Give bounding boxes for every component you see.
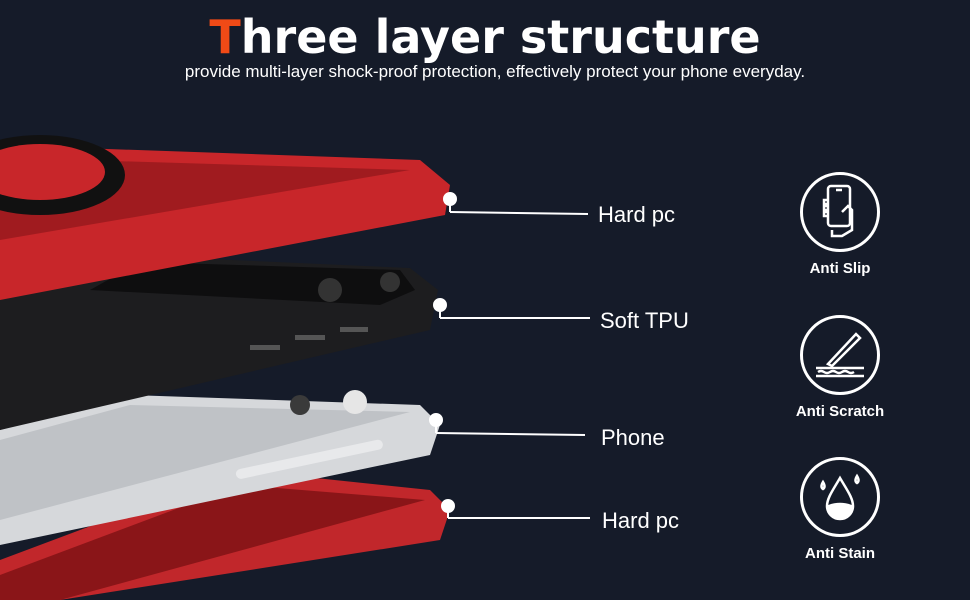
layer-label-soft-tpu: Soft TPU bbox=[600, 308, 689, 333]
page-title: Three layer structure bbox=[209, 10, 761, 64]
feature-anti-slip: Anti Slip bbox=[790, 172, 890, 277]
layer-label-hard-pc-top: Hard pc bbox=[598, 202, 676, 227]
layer-label-hard-pc-bottom: Hard pc bbox=[602, 508, 680, 533]
top-hard-pc-layer bbox=[0, 135, 450, 300]
phone-layer bbox=[0, 390, 440, 545]
feature-anti-stain: Anti Stain bbox=[790, 457, 890, 562]
bottom-hard-pc-layer bbox=[0, 470, 450, 600]
water-drop-icon bbox=[800, 457, 880, 537]
feature-anti-scratch: Anti Scratch bbox=[790, 315, 890, 420]
blade-scratch-icon bbox=[800, 315, 880, 395]
subtitle: provide multi-layer shock-proof protecti… bbox=[184, 62, 806, 81]
soft-tpu-layer bbox=[0, 255, 438, 430]
hand-holding-phone-icon bbox=[800, 172, 880, 252]
layer-label-phone: Phone bbox=[601, 425, 665, 450]
